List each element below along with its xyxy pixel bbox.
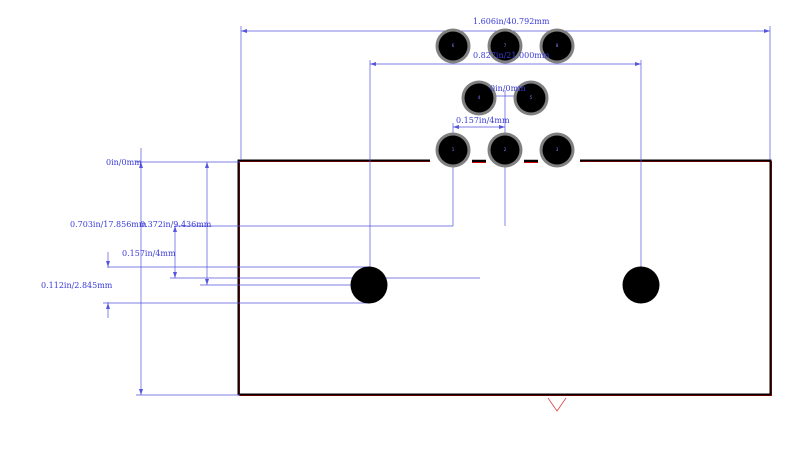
hole-offset-label: 0.157in/4mm [122,249,176,258]
hole-size-label: 0.112in/2.845mm [41,281,113,290]
pin-label: 8 [556,43,559,48]
pin-label: 4 [478,95,481,100]
mounting-holes [350,266,660,304]
pin-label: 7 [504,43,507,48]
pin-pad-5: 5 [513,80,549,116]
pin-pad-6: 6 [435,28,471,64]
pin-pitch-label: 0.157in/4mm [456,116,510,125]
pin-pads: 1 2 3 4 5 6 7 8 [435,28,575,168]
depth-to-hole-label: 0.372in/9.436mm [140,220,212,229]
pin-pad-1: 1 [435,132,471,168]
overall-width-label: 1.606in/40.792mm [473,17,550,26]
dimension-arrows [106,29,770,395]
pin-pad-3: 3 [539,132,575,168]
mount-spacing-label: 0.827in/21.000mm [473,51,550,60]
pin-pad-2: 2 [487,132,523,168]
dimension-lines [103,26,771,396]
mounting-hole-right [622,266,660,304]
pin-pad-4: 4 [461,80,497,116]
mounting-hole-left [350,266,388,304]
pin-label: 2 [504,147,507,152]
top-reference-label: 0in/0mm [106,158,142,167]
pin-pad-8: 8 [539,28,575,64]
depth-to-pins-label: 0.703in/17.856mm [70,220,147,229]
dimension-labels: 1.606in/40.792mm 0.827in/21.000mm 0in/0m… [41,17,550,290]
pin-label: 3 [556,147,559,152]
pin-pad-7: 7 [487,28,523,64]
row-offset-label: 0in/0mm [490,84,526,93]
outline-edge-shadow [239,161,772,396]
pin-label: 5 [530,95,533,100]
pin-label: 1 [452,147,455,152]
outline-body [237,159,772,396]
pin-label: 6 [452,43,455,48]
orientation-marker-icon [547,397,567,412]
